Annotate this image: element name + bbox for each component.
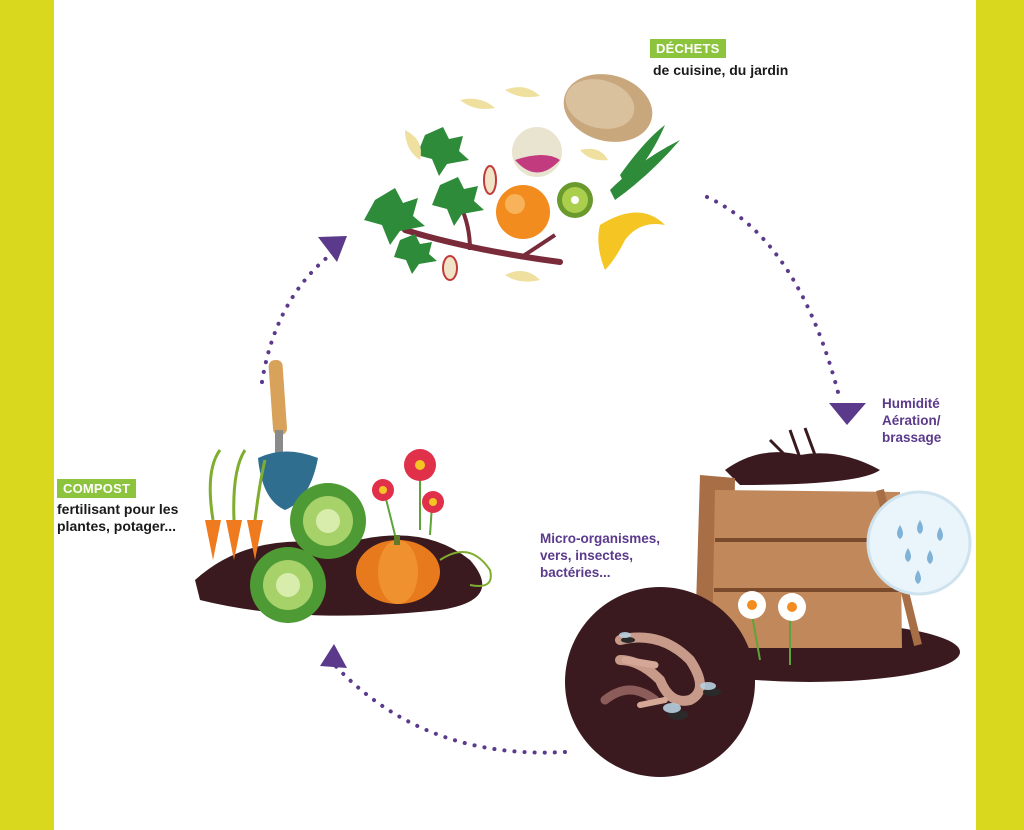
compost-line-2: plantes, potager... bbox=[57, 518, 177, 534]
arrowhead-left bbox=[320, 644, 347, 668]
organisms-line-1: Micro-organismes, bbox=[540, 531, 661, 546]
organisms-line-3: bactéries... bbox=[540, 565, 611, 580]
arrow-path-bin-to-compost bbox=[328, 658, 567, 755]
compost-badge: COMPOST bbox=[57, 479, 137, 498]
cycle-arrowheads bbox=[318, 236, 866, 668]
arrowhead-up bbox=[318, 236, 347, 262]
arrow-path-waste-to-bin bbox=[705, 195, 842, 402]
organisms-line-2: vers, insectes, bbox=[540, 548, 634, 563]
process-aeration: Aération/ bbox=[882, 413, 941, 428]
process-mixing: brassage bbox=[882, 430, 942, 445]
cycle-arrows bbox=[260, 195, 842, 755]
water-droplets-icon bbox=[866, 490, 972, 596]
worms-insects-icon bbox=[565, 587, 755, 777]
kitchen-waste-illustration bbox=[364, 74, 680, 282]
trowel-icon bbox=[258, 360, 318, 510]
garden-harvest-illustration bbox=[195, 360, 492, 623]
arrow-path-compost-to-waste bbox=[260, 253, 332, 384]
arrowhead-down bbox=[829, 403, 866, 425]
content-panel bbox=[54, 0, 976, 830]
daisy-flowers bbox=[738, 591, 806, 665]
dechets-description: de cuisine, du jardin bbox=[653, 62, 789, 78]
cosmos-flowers bbox=[372, 449, 444, 536]
compost-line-1: fertilisant pour les bbox=[57, 501, 179, 517]
dechets-badge: DÉCHETS bbox=[650, 39, 726, 58]
process-humidity: Humidité bbox=[882, 396, 940, 411]
